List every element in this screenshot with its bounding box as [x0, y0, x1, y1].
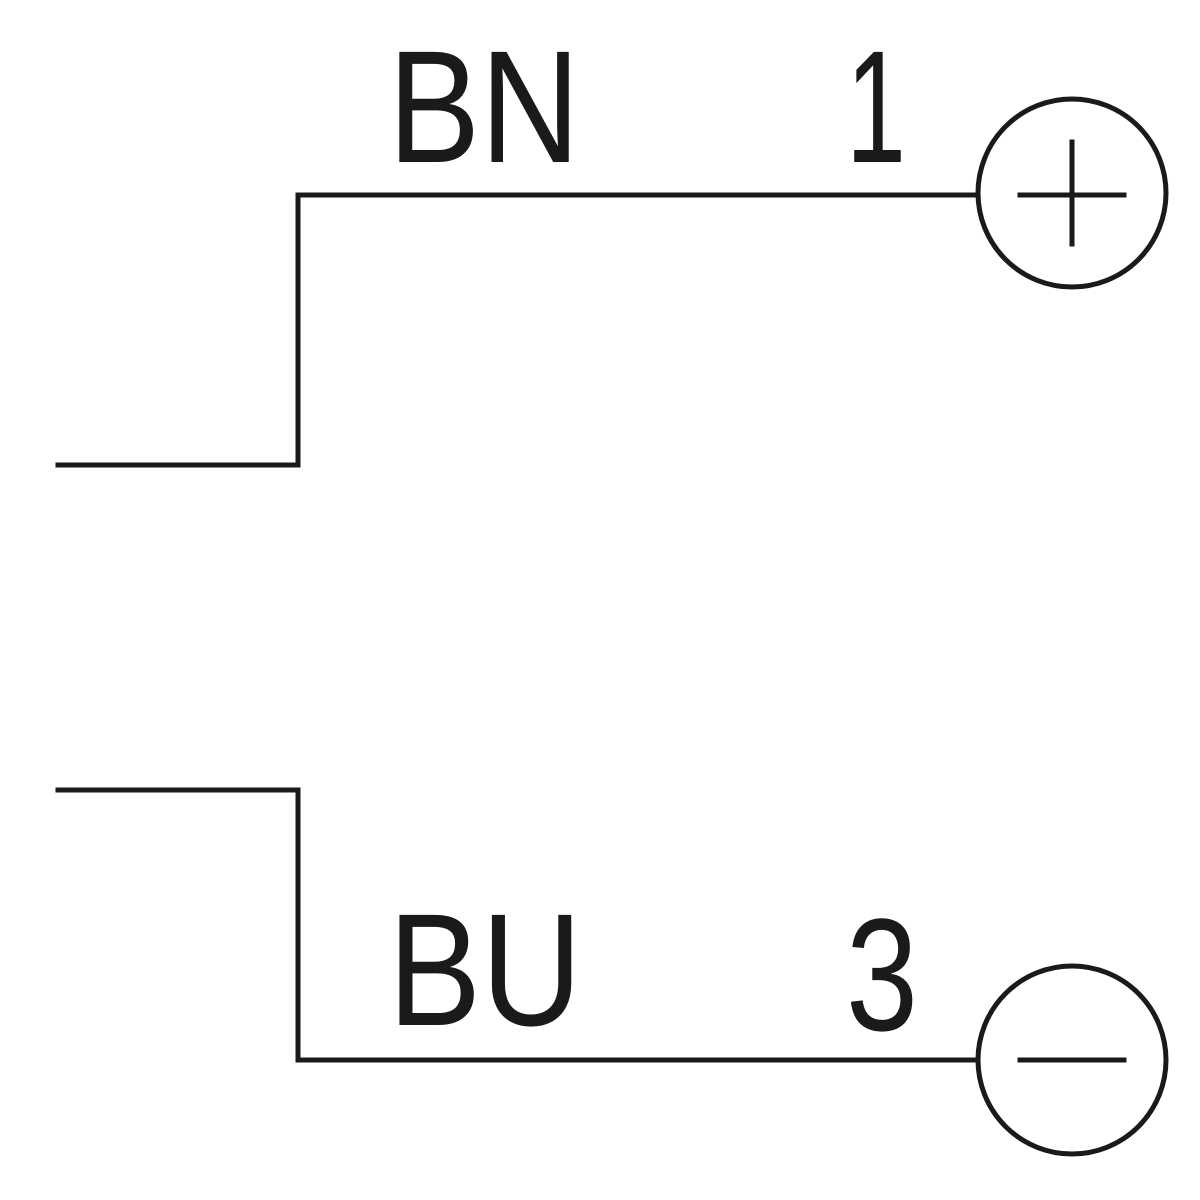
wire-bu-line — [55, 787, 978, 1063]
wire-bu: BU 3 — [55, 787, 1169, 1157]
minus-terminal-icon — [975, 963, 1169, 1157]
wire-bn-pin-label: 1 — [846, 17, 906, 196]
plus-terminal-icon — [975, 96, 1169, 290]
wire-bu-pin-label: 3 — [846, 885, 918, 1064]
wire-bn-line — [55, 192, 978, 468]
wire-bn: BN 1 — [55, 17, 1169, 468]
wire-bu-color-label: BU — [388, 880, 582, 1059]
wire-bn-color-label: BN — [388, 17, 580, 196]
